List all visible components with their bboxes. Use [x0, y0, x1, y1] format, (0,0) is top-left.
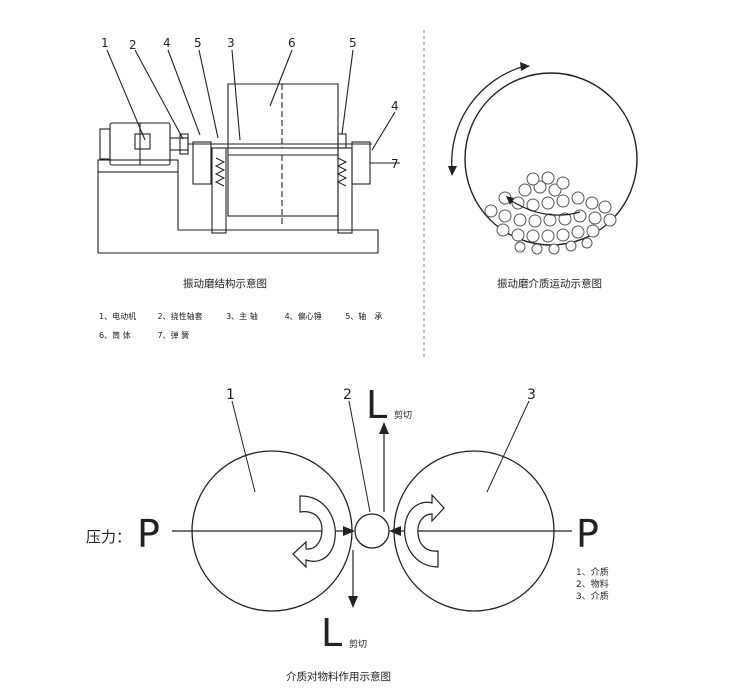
vibration-mill-structure	[97, 49, 400, 254]
force-L-top: L	[366, 383, 387, 427]
legend-bearing: 5、轴 承	[345, 312, 383, 321]
structure-caption: 振动磨结构示意图	[183, 278, 267, 290]
material-particle	[354, 513, 390, 549]
drum-hopper	[227, 83, 339, 148]
structure-legend-row1: 1、电动机 2、挠性轴套 3、主 轴 4、偏心锤 5、轴 承	[99, 311, 382, 322]
legend-motor: 1、电动机	[99, 312, 137, 321]
media-flow-arrow	[509, 199, 581, 216]
shear-label-top: 剪切	[394, 409, 412, 421]
eccentric-weight-right	[351, 141, 371, 185]
action-labels: 1 2 3 压力： P P L 剪切 L 剪切	[86, 383, 599, 655]
force-L-bottom: L	[321, 611, 342, 655]
pressure-arrow-left	[343, 526, 355, 536]
force-P-right: P	[576, 512, 599, 556]
legend-drum: 6、筒 体	[99, 331, 131, 340]
motor-base	[97, 159, 179, 173]
motor-end-cap	[99, 128, 111, 160]
callout-5b: 5	[349, 36, 357, 50]
label-medium-1: 1	[226, 387, 235, 403]
spring-left	[214, 157, 226, 187]
legend-eccentric-weight: 4、偏心锤	[284, 312, 322, 321]
base-frame	[97, 171, 379, 254]
action-legend: 1、介质 2、物料 3、介质	[576, 567, 609, 603]
callout-4: 4	[163, 36, 171, 50]
legend-medium-3: 3、介质	[576, 592, 609, 602]
legend-medium-1: 1、介质	[576, 568, 609, 578]
shear-label-bottom: 剪切	[349, 638, 367, 650]
grinding-balls	[484, 171, 617, 255]
force-P-left: P	[137, 512, 160, 556]
motion-caption: 振动磨介质运动示意图	[497, 278, 602, 290]
legend-material-2: 2、物料	[576, 580, 609, 590]
motor-terminal-box	[134, 133, 151, 150]
rotation-arrow-right	[404, 493, 445, 568]
callout-7: 7	[391, 157, 399, 171]
callout-2: 2	[129, 38, 137, 52]
flexible-coupling	[169, 137, 189, 151]
shear-arrow-down	[348, 596, 358, 608]
pressure-arrow-right	[389, 526, 401, 536]
action-caption: 介质对物料作用示意图	[286, 671, 391, 683]
media-motion-diagram	[448, 62, 638, 255]
label-material-2: 2	[343, 387, 352, 403]
callout-5: 5	[194, 36, 202, 50]
structure-legend-row2: 6、筒 体 7、弹 簧	[99, 330, 189, 341]
legend-spring: 7、弹 簧	[157, 331, 190, 340]
spring-right	[336, 157, 348, 187]
callout-3: 3	[227, 36, 235, 50]
pressure-label: 压力：	[86, 528, 131, 546]
structure-callouts: 1 2 4 5 3 6 5 4 7	[101, 36, 399, 171]
legend-main-shaft: 3、主 轴	[226, 312, 258, 321]
drum-body	[227, 147, 339, 217]
label-medium-3: 3	[527, 387, 536, 403]
callout-6: 6	[288, 36, 296, 50]
callout-1: 1	[101, 36, 109, 50]
legend-flex-coupling: 2、挠性轴套	[157, 312, 203, 321]
media-action-diagram	[172, 400, 572, 612]
callout-4b: 4	[391, 99, 399, 113]
rotation-arrow	[451, 65, 526, 171]
rotation-arrow-left	[292, 495, 336, 569]
bearing-right	[337, 133, 347, 149]
shear-arrow-up	[379, 422, 389, 434]
